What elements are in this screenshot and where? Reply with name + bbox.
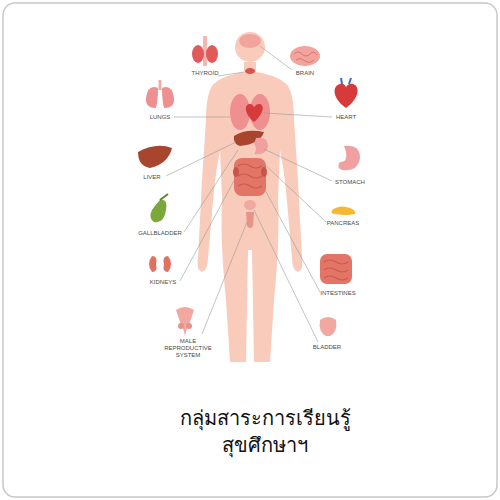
caption: กลุ่มสาระการเรียนรู้ สุขศึกษาฯ [177,405,354,459]
brain-shape [290,46,320,66]
heart-icon [335,78,358,108]
gallbladder-icon [150,194,168,222]
brain-organ [239,34,261,48]
leader-line [262,162,326,222]
liver-icon [138,146,172,168]
head [235,32,265,62]
part-label: HEART [336,114,356,121]
reproductive-icon [176,307,194,336]
leader-lines [166,46,332,342]
bladder-organ [244,200,256,210]
lung-shape [146,87,158,108]
kidney-organ [233,167,239,177]
leader-line [264,149,332,181]
thyroid-organ [245,68,255,74]
part-label: INTESTINES [320,290,355,297]
leader-line [180,177,236,281]
kidneys-icon [149,256,171,272]
trachea-shape [159,80,162,90]
part-label: PANCREAS [327,220,360,227]
part-label: MALE REPRODUCTIVE SYSTEM [161,338,215,360]
heart-shape [335,84,358,108]
leader-line [264,113,332,117]
leader-line [202,222,247,334]
bladder-icon [320,317,337,336]
intestine-folds [324,260,348,280]
part-label: LIVER [143,174,160,181]
thyroid-lobe [192,45,204,63]
intestine-folds [238,164,262,188]
intestines-icon [320,254,352,284]
kidney-shape [149,256,157,272]
brain-icon [290,46,320,66]
part-label: BRAIN [296,70,314,77]
lung-shape [162,87,174,108]
leader-line [174,117,230,118]
part-label: BLADDER [313,344,341,351]
part-label: KIDNEYS [150,279,176,286]
gallbladder-shape [150,200,166,223]
heart-vessels [341,78,351,84]
leader-line [218,72,244,76]
stomach-organ [254,138,268,155]
reproductive-shape [178,323,184,329]
part-label: LUNGS [150,114,171,121]
intestines-organ [234,158,266,196]
leader-line [260,46,292,70]
reproductive-shape [176,307,194,336]
frame [3,3,497,497]
leader-line [254,210,318,342]
part-label: THYROID [192,70,219,77]
body-outline [198,62,303,362]
part-label: GALLBLADDER [138,230,182,237]
stomach-icon [338,146,360,171]
leader-line [184,150,238,232]
heart-organ [246,104,263,122]
brain-folds [294,52,317,62]
intestines-shape [320,254,352,284]
lungs-icon [146,80,174,108]
kidney-shape [164,256,172,272]
pancreas-icon [332,206,356,215]
kidney-organ [261,167,267,177]
bile-duct [160,194,168,200]
reproductive-shape [186,323,192,329]
reproductive-organ [246,212,254,228]
part-label: STOMACH [335,179,365,186]
thyroid-icon [192,36,218,66]
leader-line [166,142,236,176]
leader-line [264,188,320,292]
thyroid-lobe [206,45,218,63]
